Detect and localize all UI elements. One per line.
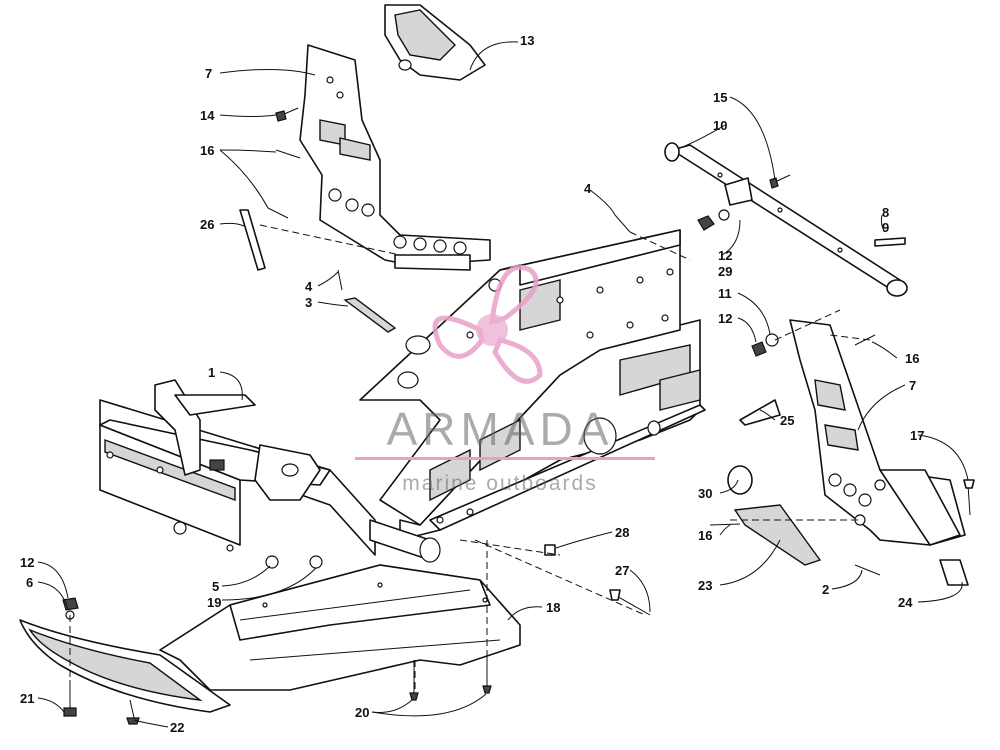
callout-5: 5 bbox=[212, 579, 219, 594]
callout-30: 30 bbox=[698, 486, 712, 501]
callout-25: 25 bbox=[780, 413, 794, 428]
steering-support-lower-7 bbox=[789, 319, 966, 546]
callout-11: 11 bbox=[718, 286, 732, 301]
callout-1: 1 bbox=[208, 365, 215, 380]
callout-19: 19 bbox=[207, 595, 221, 610]
callout-27: 27 bbox=[615, 563, 629, 578]
front-frame-assembly bbox=[99, 229, 706, 563]
callout-16: 16 bbox=[698, 528, 712, 543]
callout-12: 12 bbox=[718, 311, 732, 326]
callout-12: 12 bbox=[718, 248, 732, 263]
armada-watermark: ARMADA marine outboards bbox=[355, 264, 655, 495]
callout-6: 6 bbox=[26, 575, 33, 590]
callout-22: 22 bbox=[170, 720, 184, 735]
callout-18: 18 bbox=[546, 600, 560, 615]
callout-21: 21 bbox=[20, 691, 34, 706]
callout-4: 4 bbox=[584, 181, 592, 196]
callout-7: 7 bbox=[909, 378, 916, 393]
propeller-logo bbox=[432, 264, 543, 384]
steering-support-upper-7 bbox=[299, 44, 491, 271]
callout-3: 3 bbox=[305, 295, 312, 310]
dash-panel-13 bbox=[384, 4, 486, 81]
callout-9: 9 bbox=[882, 220, 889, 235]
callout-12: 12 bbox=[20, 555, 34, 570]
callout-2: 2 bbox=[822, 582, 829, 597]
callout-16: 16 bbox=[200, 143, 214, 158]
callout-7: 7 bbox=[205, 66, 212, 81]
callout-4: 4 bbox=[305, 279, 313, 294]
callout-24: 24 bbox=[898, 595, 913, 610]
callout-14: 14 bbox=[200, 108, 215, 123]
leader-lines bbox=[37, 41, 969, 728]
front-bumper-skid bbox=[19, 619, 231, 713]
callout-13: 13 bbox=[520, 33, 534, 48]
belly-pan-18 bbox=[159, 564, 521, 691]
callout-17: 17 bbox=[910, 428, 924, 443]
callout-29: 29 bbox=[718, 264, 732, 279]
callout-20: 20 bbox=[355, 705, 369, 720]
callout-8: 8 bbox=[882, 205, 889, 220]
watermark-underline bbox=[355, 457, 655, 460]
callout-26: 26 bbox=[200, 217, 214, 232]
callout-28: 28 bbox=[615, 525, 629, 540]
callout-23: 23 bbox=[698, 578, 712, 593]
callout-16: 16 bbox=[905, 351, 919, 366]
callout-15: 15 bbox=[713, 90, 727, 105]
watermark-brand: ARMADA bbox=[387, 403, 614, 455]
callout-labels: 13 7 14 16 26 4 3 1 4 15 10 8 9 12 29 11… bbox=[20, 33, 924, 735]
watermark-tagline: marine outboards bbox=[402, 472, 597, 495]
assembly-guide-lines bbox=[69, 224, 871, 690]
callout-10: 10 bbox=[713, 118, 727, 133]
